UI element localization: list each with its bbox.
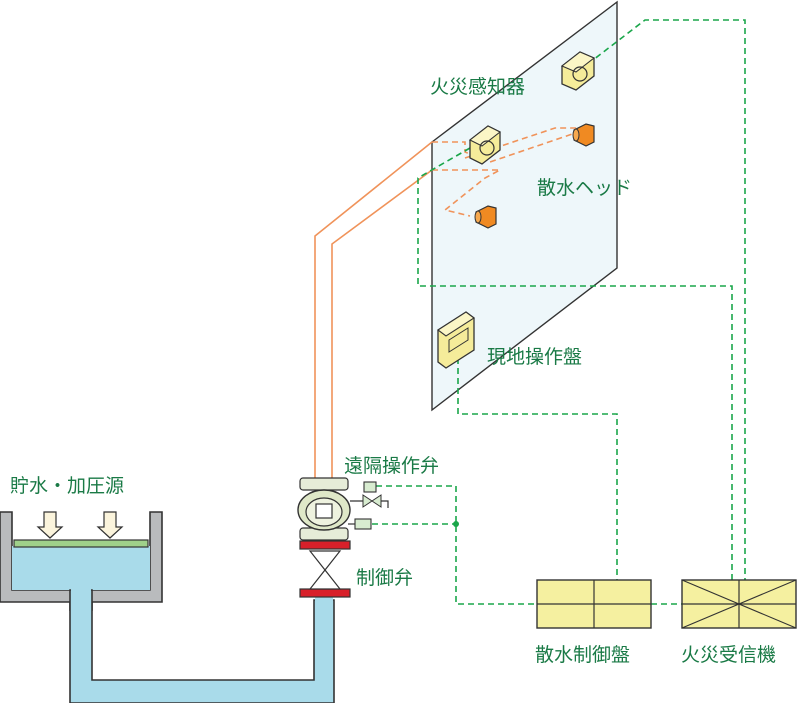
pressure-arrow-icon <box>96 511 124 539</box>
sprinkler-head-icon <box>474 205 497 229</box>
label-local-panel: 現地操作盤 <box>487 346 582 368</box>
fire-receiver-icon <box>681 579 797 629</box>
water-supply-pipe <box>69 589 335 703</box>
storage-tank <box>0 511 163 611</box>
wall-panel <box>431 0 618 412</box>
label-sprinkler-head: 散水ヘッド <box>537 177 632 199</box>
fire-detector-icon <box>468 125 502 165</box>
label-water-source: 貯水・加圧源 <box>10 475 124 497</box>
sprinkler-head-icon <box>572 123 595 147</box>
remote-operated-valve-icon <box>297 477 389 541</box>
label-fire-receiver: 火災受信機 <box>681 644 776 666</box>
label-control-valve: 制御弁 <box>356 567 413 589</box>
label-remote-valve: 遠隔操作弁 <box>344 455 439 477</box>
control-valve-icon <box>299 540 351 598</box>
label-sprinkler-control-panel: 散水制御盤 <box>535 644 630 666</box>
local-operation-panel-icon <box>437 311 475 369</box>
pressure-arrow-icon <box>36 511 64 539</box>
fire-detector-icon <box>560 51 596 91</box>
sprinkler-control-panel-icon <box>536 579 652 629</box>
label-fire-detector: 火災感知器 <box>430 76 525 98</box>
signal-lines <box>372 19 746 605</box>
signal-junction <box>453 521 459 527</box>
